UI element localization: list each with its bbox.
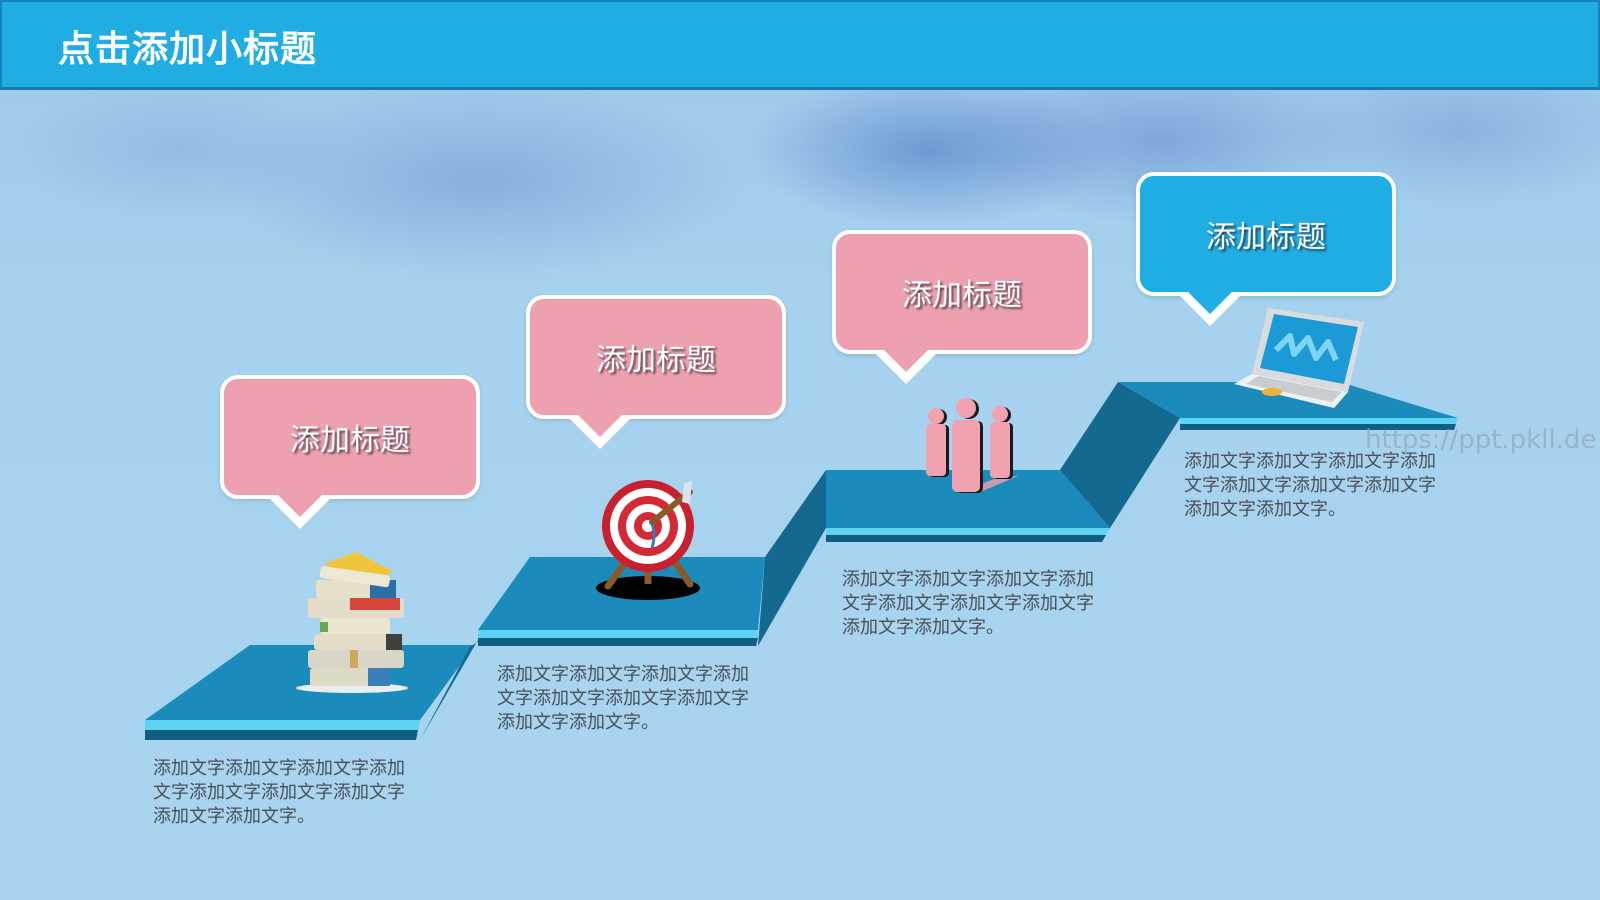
step-1-description: 添加文字添加文字添加文字添加文字添加文字添加文字添加文字添加文字添加文字。 — [153, 758, 405, 827]
bubble-pointer — [1176, 286, 1244, 326]
stair-riser-3 — [1060, 382, 1180, 528]
stair-step-4 — [1118, 382, 1458, 430]
step-2-title: 添加标题 — [596, 343, 716, 378]
laptop-chart-icon — [1234, 308, 1364, 408]
people-group-icon — [926, 398, 1018, 493]
bubble-pointer — [566, 409, 634, 449]
bubble-pointer — [872, 344, 940, 384]
books-stack-icon — [296, 552, 408, 693]
stair-riser-2 — [758, 470, 826, 646]
step-4-title: 添加标题 — [1206, 220, 1326, 255]
step-3-title-bubble[interactable]: 添加标题 — [832, 230, 1092, 384]
step-4-description: 添加文字添加文字添加文字添加文字添加文字添加文字添加文字添加文字添加文字。 — [1184, 451, 1436, 520]
watermark-text: https://ppt.pkll.de — [1365, 425, 1597, 455]
page-title: 点击添加小标题 — [58, 29, 318, 70]
step-2-title-bubble[interactable]: 添加标题 — [526, 295, 786, 449]
header-bar: 点击添加小标题 — [0, 0, 1600, 90]
stair-step-3 — [826, 470, 1110, 542]
step-2-description: 添加文字添加文字添加文字添加文字添加文字添加文字添加文字添加文字添加文字。 — [497, 664, 749, 733]
step-3-title: 添加标题 — [902, 278, 1022, 313]
step-1-title-bubble[interactable]: 添加标题 — [220, 375, 480, 529]
step-4-title-bubble[interactable]: 添加标题 — [1136, 172, 1396, 326]
step-1-title: 添加标题 — [290, 423, 410, 458]
bubble-pointer — [266, 489, 334, 529]
step-3-description: 添加文字添加文字添加文字添加文字添加文字添加文字添加文字添加文字添加文字。 — [842, 569, 1094, 638]
target-arrow-icon — [596, 480, 700, 600]
